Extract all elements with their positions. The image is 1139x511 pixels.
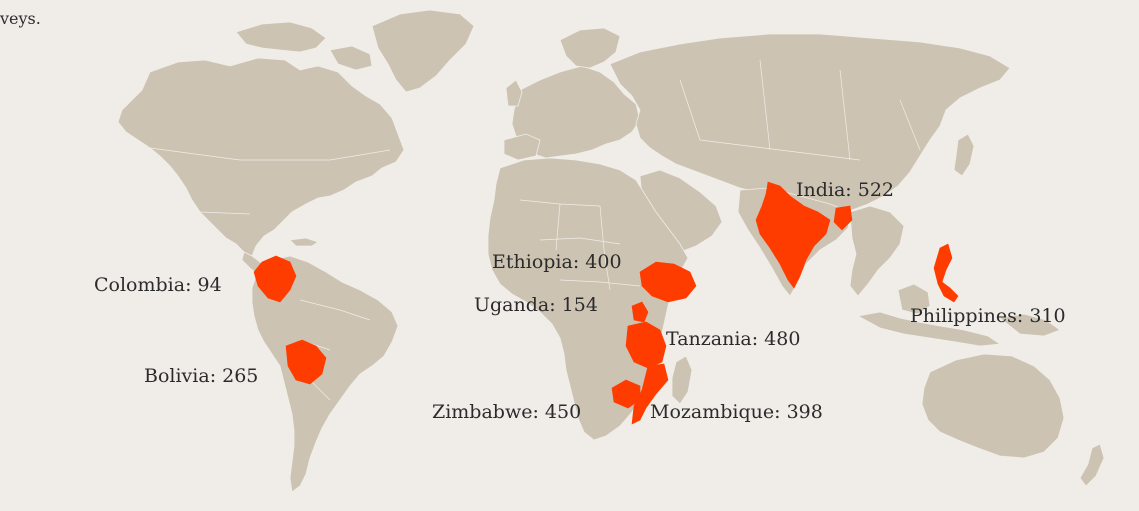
landmass-arctic-islands-2 bbox=[329, 45, 373, 71]
label-uganda: Uganda: 154 bbox=[474, 294, 598, 316]
landmass-iberia bbox=[503, 133, 541, 161]
label-zimbabwe: Zimbabwe: 450 bbox=[432, 401, 581, 423]
country-colombia-shape bbox=[253, 255, 297, 303]
country-india-east-shape bbox=[833, 205, 853, 231]
landmass-indonesia bbox=[856, 311, 1002, 347]
borders-asia bbox=[679, 59, 921, 161]
landmass-australia bbox=[921, 353, 1065, 459]
landmass-arctic-islands bbox=[235, 21, 327, 53]
landmass-asia bbox=[609, 33, 1011, 215]
caption-fragment: veys. bbox=[0, 9, 41, 28]
landmass-new-zealand bbox=[1079, 443, 1105, 487]
label-tanzania: Tanzania: 480 bbox=[666, 328, 800, 350]
country-uganda-shape bbox=[631, 301, 649, 323]
label-mozambique: Mozambique: 398 bbox=[650, 401, 823, 423]
label-philippines: Philippines: 310 bbox=[910, 305, 1066, 327]
landmass-south-america bbox=[251, 255, 399, 493]
country-tanzania-shape bbox=[625, 321, 667, 369]
label-colombia: Colombia: 94 bbox=[94, 274, 222, 296]
label-bolivia: Bolivia: 265 bbox=[144, 365, 258, 387]
country-zimbabwe-shape bbox=[611, 379, 641, 409]
landmass-borneo bbox=[897, 283, 931, 315]
country-ethiopia-shape bbox=[639, 261, 697, 303]
country-bolivia-shape bbox=[285, 339, 327, 385]
country-india-shape bbox=[755, 181, 831, 289]
label-india: India: 522 bbox=[796, 179, 894, 201]
landmass-africa bbox=[487, 157, 689, 441]
landmass-caribbean bbox=[289, 237, 319, 247]
landmass-southeast-asia bbox=[849, 205, 905, 297]
landmass-scandinavia bbox=[559, 27, 621, 69]
landmass-madagascar bbox=[671, 355, 693, 405]
landmass-greenland bbox=[371, 9, 475, 93]
borders-africa bbox=[519, 199, 641, 291]
landmass-north-america bbox=[117, 57, 405, 257]
country-philippines-shape bbox=[933, 243, 959, 303]
landmass-uk bbox=[505, 79, 523, 107]
borders-north-america bbox=[149, 147, 391, 215]
label-ethiopia: Ethiopia: 400 bbox=[492, 251, 622, 273]
landmass-new-guinea bbox=[999, 313, 1061, 337]
landmass-japan bbox=[953, 133, 975, 177]
